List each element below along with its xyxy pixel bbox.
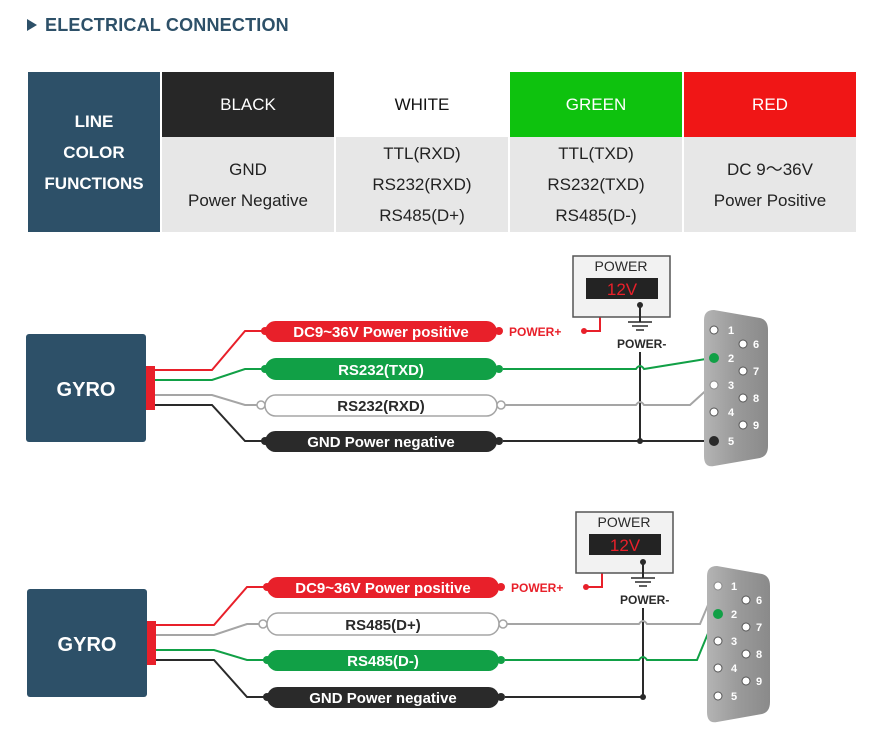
power-label: POWER xyxy=(598,514,651,530)
power-display-value: 12V xyxy=(610,536,641,555)
function-cell-white: TTL(RXD) RS232(RXD) RS485(D+) xyxy=(336,137,508,232)
power-display-value: 12V xyxy=(607,280,638,299)
color-header-black: BLACK xyxy=(162,72,334,137)
function-cell-green: TTL(TXD) RS232(TXD) RS485(D-) xyxy=(510,137,682,232)
svg-text:RS232(TXD): RS232(TXD) xyxy=(338,362,424,379)
wire-white xyxy=(156,623,263,636)
function-text: RS485(D+) xyxy=(379,206,465,225)
wire-label-black: GND Power negative xyxy=(263,687,505,708)
section-header: ELECTRICAL CONNECTION xyxy=(27,14,289,36)
wire-label-red: DC9~36V Power positive xyxy=(263,577,505,598)
pin-label: 1 xyxy=(731,581,737,593)
function-text: Power Negative xyxy=(187,190,308,210)
wire-green xyxy=(156,649,267,661)
pin-label: 8 xyxy=(753,393,759,405)
wire-white xyxy=(155,394,265,406)
function-cell-red: DC 9～36V Power Positive xyxy=(684,137,856,232)
table-label-line: COLOR xyxy=(63,142,125,162)
pin-label: 7 xyxy=(756,622,762,634)
power-supply: POWER 12V xyxy=(572,255,671,318)
wire-label-green: RS232(TXD) xyxy=(261,358,503,380)
function-text: RS232(TXD) xyxy=(547,175,645,194)
table-label-line: LINE xyxy=(74,111,114,131)
function-text: TTL(RXD) xyxy=(383,144,461,163)
wire-label-white: RS485(D+) xyxy=(258,612,508,636)
power-supply: POWER 12V xyxy=(575,511,674,574)
pin-label: 1 xyxy=(728,325,734,337)
pin-label: 3 xyxy=(731,636,737,648)
wire-label-black: GND Power negative xyxy=(261,431,503,452)
db9-connector: 1 2 3 4 5 6 7 8 9 xyxy=(707,566,770,723)
function-text: DC 9～36V xyxy=(727,159,813,179)
table-label-cell: LINE COLOR FUNCTIONS xyxy=(28,72,160,232)
function-text: Power Positive xyxy=(713,190,827,210)
wire-black xyxy=(155,404,265,442)
pin-label: 3 xyxy=(728,380,734,392)
gyro-label: GYRO xyxy=(58,634,117,656)
pin-label: 9 xyxy=(756,676,762,688)
pin-label: 2 xyxy=(731,609,737,621)
wire-label-green: RS485(D-) xyxy=(263,650,505,671)
power-minus-label: POWER- xyxy=(617,337,666,351)
function-cell-black: GND Power Negative xyxy=(162,137,334,232)
pin-label: 5 xyxy=(728,436,734,448)
gyro-cable-socket xyxy=(147,621,156,665)
gyro-label: GYRO xyxy=(57,379,116,401)
pin-label: 6 xyxy=(756,595,762,607)
function-text: RS232(RXD) xyxy=(372,175,472,194)
pin-label: 7 xyxy=(753,366,759,378)
pin-label: 5 xyxy=(731,691,737,703)
power-label: POWER xyxy=(595,258,648,274)
function-text: GND xyxy=(229,159,267,179)
wire-red xyxy=(156,586,267,626)
power-display xyxy=(589,534,661,555)
pin-label: 4 xyxy=(728,407,735,419)
wire-green xyxy=(155,368,265,381)
svg-text:GND Power negative: GND Power negative xyxy=(307,434,455,451)
pin-label: 6 xyxy=(753,339,759,351)
diagram-rs232: GYRO DC9~36V Power positive RS232(TXD) R… xyxy=(26,255,768,467)
gyro-cable-socket xyxy=(146,366,155,410)
function-text: TTL(TXD) xyxy=(558,144,634,163)
gyro-device-box xyxy=(26,334,146,442)
svg-text:RS232(RXD): RS232(RXD) xyxy=(337,398,425,415)
power-minus-label: POWER- xyxy=(620,593,669,607)
diagram-rs485: GYRO DC9~36V Power positive RS485(D+) RS… xyxy=(27,511,770,723)
pin-label: 4 xyxy=(731,663,738,675)
wire-red xyxy=(155,330,265,371)
color-header-white: WHITE xyxy=(336,72,508,137)
wire-label-red: DC9~36V Power positive xyxy=(261,321,503,342)
svg-text:DC9~36V Power positive: DC9~36V Power positive xyxy=(295,580,471,597)
color-header-red: RED xyxy=(684,72,856,137)
section-title: ELECTRICAL CONNECTION xyxy=(45,14,289,35)
svg-text:RS485(D+): RS485(D+) xyxy=(345,617,420,634)
svg-text:RS485(D-): RS485(D-) xyxy=(347,653,419,670)
power-display xyxy=(586,278,658,299)
line-color-table: LINE COLOR FUNCTIONS BLACK WHITE GREEN R… xyxy=(26,72,858,232)
svg-text:DC9~36V Power positive: DC9~36V Power positive xyxy=(293,324,469,341)
power-plus-label: POWER+ xyxy=(511,581,563,595)
wire-label-white: RS232(RXD) xyxy=(256,394,506,417)
function-text: RS485(D-) xyxy=(555,206,637,225)
table-label-line: FUNCTIONS xyxy=(44,173,144,193)
pin-label: 2 xyxy=(728,353,734,365)
color-header-green: GREEN xyxy=(510,72,682,137)
svg-text:GND Power negative: GND Power negative xyxy=(309,690,457,707)
pin-label: 8 xyxy=(756,649,762,661)
db9-connector: 1 2 3 4 5 6 7 8 9 xyxy=(704,310,768,467)
power-plus-label: POWER+ xyxy=(509,325,561,339)
wire-black xyxy=(156,659,267,698)
triangle-bullet-icon xyxy=(27,19,37,31)
gyro-device-box xyxy=(27,589,147,697)
pin-label: 9 xyxy=(753,420,759,432)
